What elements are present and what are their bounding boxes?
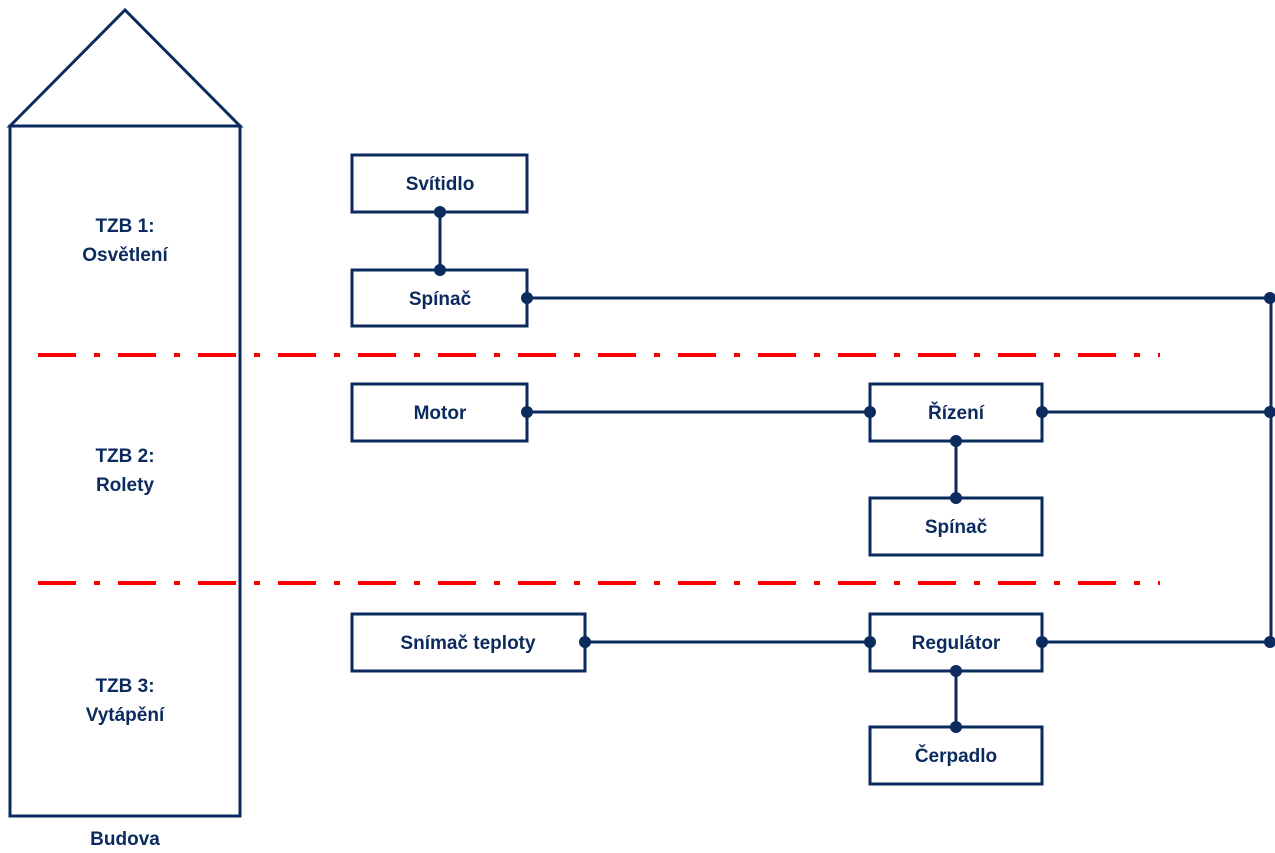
zone-1-title: TZB 1: <box>95 216 154 237</box>
block-regulator-label: Regulátor <box>912 633 1001 654</box>
block-svitidlo-label: Svítidlo <box>406 174 475 195</box>
block-spinac-1-box <box>350 268 529 328</box>
dot-cerpadlo-top <box>950 721 962 733</box>
block-snimac: Snímač teploty <box>350 612 587 673</box>
block-motor-label: Motor <box>414 403 467 424</box>
dot-motor-right <box>521 406 533 418</box>
zone-3-name: Vytápění <box>86 705 165 726</box>
dot-bus-bottom <box>1264 636 1275 648</box>
building: TZB 1: Osvětlení TZB 2: Rolety TZB 3: Vy… <box>6 7 244 850</box>
zone-3-title: TZB 3: <box>95 676 154 697</box>
block-cerpadlo: Čerpadlo <box>868 725 1044 786</box>
zone-2-name: Rolety <box>96 475 155 496</box>
building-roof <box>6 7 244 128</box>
dot-rizeni-bottom <box>950 435 962 447</box>
wires <box>438 212 1273 727</box>
block-cerpadlo-label: Čerpadlo <box>915 745 997 767</box>
dot-spinac-2-top <box>950 492 962 504</box>
block-svitidlo-box <box>350 153 529 214</box>
dot-spinac-1-right <box>521 292 533 304</box>
block-rizeni-label: Řízení <box>928 402 985 424</box>
dot-regulator-bottom <box>950 665 962 677</box>
building-label: Budova <box>90 829 160 850</box>
block-regulator: Regulátor <box>868 612 1044 673</box>
block-motor: Motor <box>350 382 529 443</box>
dot-svitidlo-bottom <box>434 206 446 218</box>
dot-regulator-right <box>1036 636 1048 648</box>
block-svitidlo: Svítidlo <box>350 153 529 214</box>
block-spinac-2-box <box>868 496 1044 557</box>
block-rizeni: Řízení <box>868 382 1044 443</box>
dot-spinac-1-top <box>434 264 446 276</box>
block-snimac-box <box>350 612 587 673</box>
connection-dots <box>434 206 1275 733</box>
zone-2-title: TZB 2: <box>95 446 154 467</box>
dot-snimac-right <box>579 636 591 648</box>
dot-bus-top <box>1264 292 1275 304</box>
block-snimac-label: Snímač teploty <box>400 633 536 654</box>
block-spinac-2: Spínač <box>868 496 1044 557</box>
dot-rizeni-left <box>864 406 876 418</box>
dot-rizeni-right <box>1036 406 1048 418</box>
block-motor-box <box>350 382 529 443</box>
dot-regulator-left <box>864 636 876 648</box>
block-spinac-1: Spínač <box>350 268 529 328</box>
zone-1-name: Osvětlení <box>82 245 168 266</box>
block-spinac-2-label: Spínač <box>925 517 988 538</box>
dot-bus-middle <box>1264 406 1275 418</box>
building-body <box>8 124 242 818</box>
block-spinac-1-label: Spínač <box>409 289 472 310</box>
